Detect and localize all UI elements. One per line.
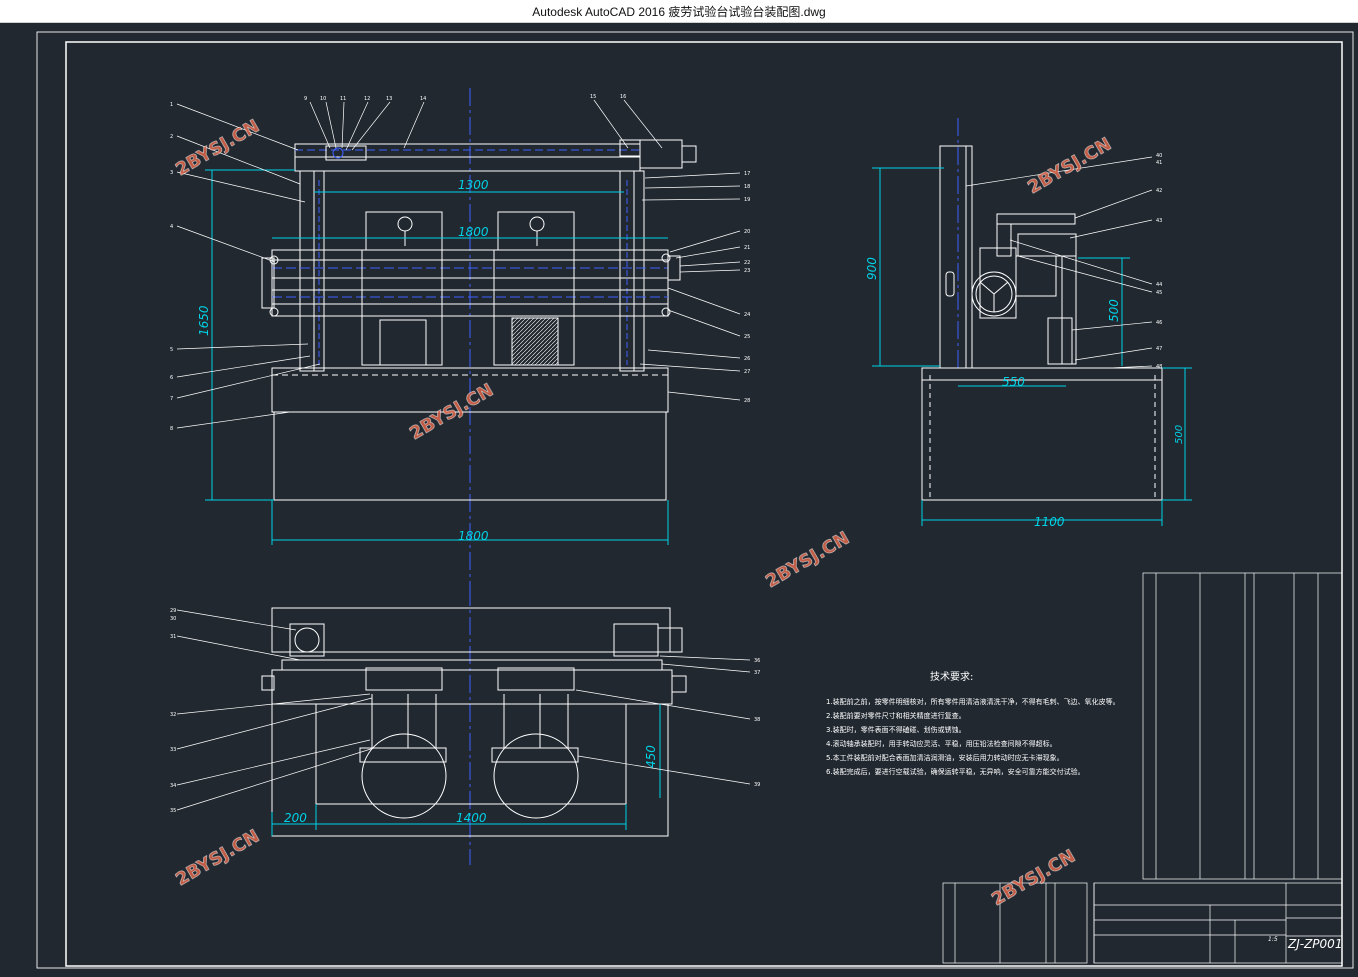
- svg-text:2: 2: [170, 134, 173, 140]
- svg-text:44: 44: [1156, 282, 1162, 288]
- svg-text:12: 12: [364, 96, 370, 102]
- side-dimensions: [872, 167, 1192, 526]
- sheet-border-inner: [65, 41, 1343, 967]
- svg-text:41: 41: [1156, 160, 1162, 166]
- svg-text:39: 39: [754, 782, 760, 788]
- svg-text:1: 1: [170, 102, 173, 108]
- dim-1400: 1400: [456, 811, 487, 825]
- sheet-border-outer: [36, 31, 1354, 969]
- dim-1650: 1650: [197, 305, 211, 336]
- svg-text:25: 25: [744, 334, 750, 340]
- front-dimensions: [205, 169, 669, 545]
- svg-text:23: 23: [744, 268, 750, 274]
- svg-text:20: 20: [744, 229, 750, 235]
- front-view: [261, 88, 697, 590]
- watermark-1: 2BYSJ.CN: [172, 116, 263, 181]
- tech-req-item-6: 6.装配完成后，要进行空载试验，确保运转平稳，无异响，安全可靠方能交付试验。: [826, 767, 1085, 776]
- dim-450: 450: [644, 745, 658, 768]
- dim-1800-bottom: 1800: [458, 529, 489, 543]
- tech-req-item-5: 5.本工件装配前对配合表面加清洁润滑油，安装后用力转动时应无卡滞现象。: [826, 753, 1064, 762]
- dim-1800-top: 1800: [458, 225, 489, 239]
- dim-1300: 1300: [458, 178, 489, 192]
- side-leaders: [965, 156, 1153, 369]
- svg-text:18: 18: [744, 184, 750, 190]
- svg-text:16: 16: [620, 94, 626, 100]
- tech-req-item-2: 2.装配前要对零件尺寸和相关精度进行复查。: [826, 711, 966, 720]
- svg-text:10: 10: [320, 96, 326, 102]
- svg-text:3: 3: [170, 170, 173, 176]
- svg-text:38: 38: [754, 717, 760, 723]
- watermark-2: 2BYSJ.CN: [1024, 134, 1115, 199]
- svg-text:9: 9: [304, 96, 307, 102]
- window-title: Autodesk AutoCAD 2016 疲劳试验台试验台装配图.dwg: [532, 5, 826, 19]
- dim-200: 200: [284, 811, 307, 825]
- side-view: [921, 118, 1163, 501]
- tech-req-item-1: 1.装配前之前，按零件明细核对，所有零件用清洁液清洗干净，不得有毛刺、飞边、氧化…: [826, 697, 1120, 706]
- svg-text:17: 17: [744, 171, 750, 177]
- drawing-scale: 1:5: [1268, 936, 1278, 943]
- watermark-5: 2BYSJ.CN: [172, 826, 263, 891]
- title-block: [1093, 882, 1343, 964]
- svg-text:5: 5: [170, 347, 173, 353]
- svg-text:13: 13: [386, 96, 392, 102]
- svg-text:8: 8: [170, 426, 173, 432]
- dim-500-base: 500: [1174, 425, 1185, 444]
- tech-req-item-4: 4.滚动轴承装配时，用手转动应灵活、平稳，用压铅法检查间隙不得超标。: [826, 739, 1057, 748]
- plan-view: [261, 588, 687, 865]
- svg-text:34: 34: [170, 783, 176, 789]
- svg-text:15: 15: [590, 94, 596, 100]
- svg-text:11: 11: [340, 96, 346, 102]
- parts-list-table: [1142, 572, 1343, 880]
- svg-text:33: 33: [170, 747, 176, 753]
- svg-text:30: 30: [170, 616, 176, 622]
- plan-leaders: [176, 609, 751, 811]
- svg-text:24: 24: [744, 312, 750, 318]
- tech-req-heading: 技术要求:: [930, 670, 973, 683]
- front-leaders: [176, 99, 741, 429]
- watermark-6: 2BYSJ.CN: [988, 846, 1079, 911]
- svg-text:26: 26: [744, 356, 750, 362]
- drawing-number: ZJ-ZP001: [1287, 937, 1342, 951]
- svg-text:43: 43: [1156, 218, 1162, 224]
- svg-text:4: 4: [170, 224, 173, 230]
- svg-text:48: 48: [1156, 364, 1162, 370]
- svg-text:42: 42: [1156, 188, 1162, 194]
- svg-text:47: 47: [1156, 346, 1162, 352]
- plan-dimensions: [271, 704, 661, 836]
- tech-req-item-3: 3.装配时，零件表面不得磕碰、划伤或锈蚀。: [826, 725, 966, 734]
- svg-text:21: 21: [744, 245, 750, 251]
- svg-text:40: 40: [1156, 153, 1162, 159]
- svg-text:37: 37: [754, 670, 760, 676]
- svg-text:35: 35: [170, 808, 176, 814]
- cad-drawing[interactable]: 1300 1800 1800 1650 123 4: [0, 22, 1358, 973]
- svg-text:6: 6: [170, 375, 173, 381]
- window-titlebar: Autodesk AutoCAD 2016 疲劳试验台试验台装配图.dwg: [0, 0, 1358, 23]
- dim-1100: 1100: [1034, 515, 1065, 529]
- svg-text:32: 32: [170, 712, 176, 718]
- dim-500: 500: [1107, 299, 1121, 322]
- svg-text:14: 14: [420, 96, 426, 102]
- svg-text:28: 28: [744, 398, 750, 404]
- dim-550: 550: [1002, 375, 1025, 389]
- technical-requirements: 技术要求: 1.装配前之前，按零件明细核对，所有零件用清洁液清洗干净，不得有毛刺…: [826, 670, 1120, 776]
- dim-900: 900: [865, 257, 879, 280]
- svg-text:7: 7: [170, 396, 173, 402]
- svg-text:36: 36: [754, 658, 760, 664]
- svg-text:19: 19: [744, 197, 750, 203]
- svg-text:31: 31: [170, 634, 176, 640]
- svg-text:45: 45: [1156, 290, 1162, 296]
- svg-text:27: 27: [744, 369, 750, 375]
- watermark-4: 2BYSJ.CN: [762, 528, 853, 593]
- svg-text:46: 46: [1156, 320, 1162, 326]
- svg-text:22: 22: [744, 260, 750, 266]
- svg-text:29: 29: [170, 608, 176, 614]
